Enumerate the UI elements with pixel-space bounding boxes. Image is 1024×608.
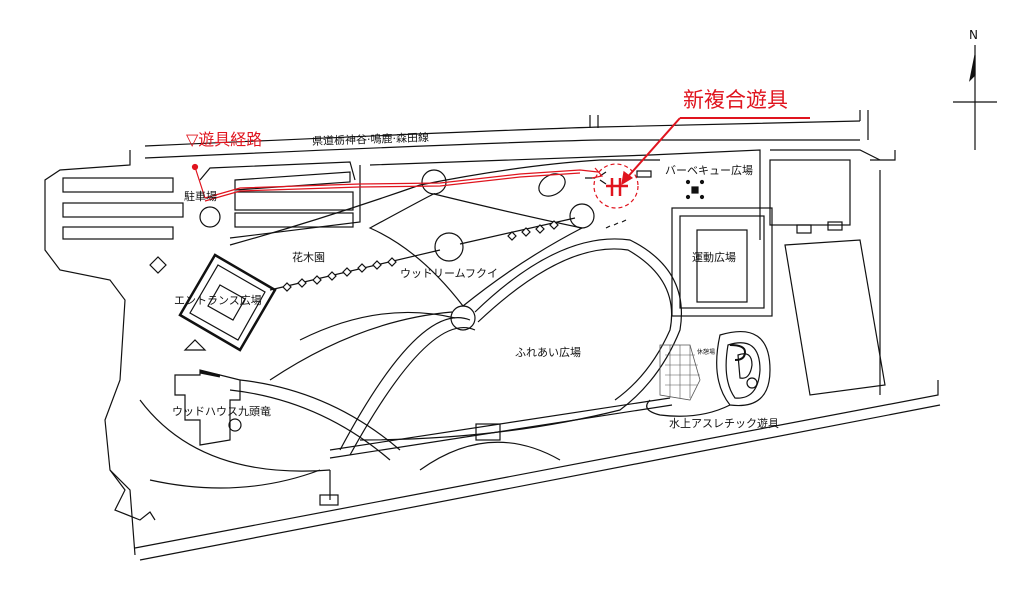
north-label: N bbox=[969, 28, 978, 42]
label-bbq: バーベキュー広場 bbox=[665, 164, 753, 177]
label-entrance: エントランス広場 bbox=[174, 294, 262, 307]
label-water-athletic: 水上アスレチック遊具 bbox=[669, 417, 779, 430]
north-arrow-icon bbox=[953, 45, 997, 150]
prefectural-road bbox=[144, 110, 869, 159]
label-fureai: ふれあい広場 bbox=[515, 346, 581, 359]
label-flower-garden: 花木園 bbox=[292, 251, 325, 264]
park-paths bbox=[139, 149, 881, 506]
sports-field bbox=[671, 159, 886, 396]
label-woodhouse: ウッドハウス九頭竜 bbox=[172, 405, 271, 418]
park-boundary bbox=[44, 150, 941, 561]
label-sports: 運動広場 bbox=[692, 251, 736, 264]
new-play-equipment-icon bbox=[606, 178, 628, 196]
woodhouse-building bbox=[174, 369, 242, 446]
bbq-area bbox=[585, 170, 705, 229]
label-parking: 駐車場 bbox=[184, 190, 217, 203]
entrance-plaza bbox=[149, 206, 277, 352]
water-athletic-area bbox=[646, 331, 771, 417]
boardwalk bbox=[269, 217, 576, 292]
new-equipment-title: 新複合遊具 bbox=[683, 88, 788, 112]
play-equipment-route bbox=[191, 117, 810, 209]
drainage bbox=[109, 469, 156, 521]
label-woodream: ウッドリームフクイ bbox=[400, 267, 499, 280]
route-legend: ▽遊具経路 bbox=[186, 130, 263, 149]
label-rest: 休憩場 bbox=[697, 349, 716, 356]
